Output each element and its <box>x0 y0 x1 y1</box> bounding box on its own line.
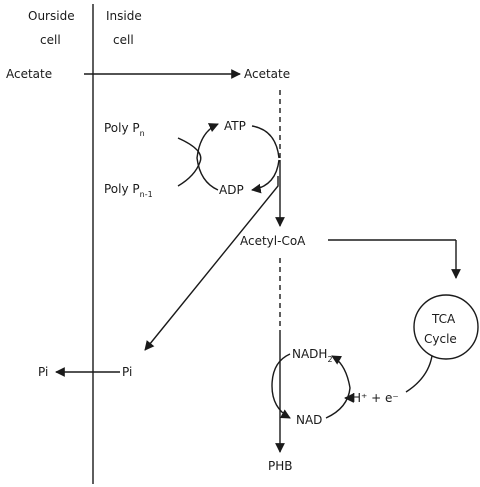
nadh-nad-left-curve <box>271 353 291 419</box>
tca-label-1: TCA <box>431 312 456 326</box>
tca-cycle-circle <box>413 294 479 360</box>
inside-cell-label-1: Inside <box>106 9 142 23</box>
nad-label: NAD <box>296 413 322 427</box>
pi-inside-label: Pi <box>122 365 132 379</box>
proton-electron-label: H⁺ + e⁻ <box>352 391 399 405</box>
tca-label-2: Cycle <box>424 332 457 346</box>
atp-to-acetate-curve <box>251 125 280 159</box>
tca-to-electron-curve <box>405 355 433 393</box>
atp-adp-loop <box>196 123 219 191</box>
polyp-n-minus-1-label: Poly Pn-1 <box>104 182 153 199</box>
adp-label: ADP <box>219 183 244 197</box>
phb-label: PHB <box>268 459 293 473</box>
polyp-cycle-curve <box>177 137 202 187</box>
pi-outside-label: Pi <box>38 365 48 379</box>
acetate-outside-label: Acetate <box>6 67 52 81</box>
outside-cell-label-2: cell <box>40 33 61 47</box>
outside-cell-label-1: Ourside <box>28 9 75 23</box>
atp-label: ATP <box>224 119 246 133</box>
nadh2-label: NADH2 <box>292 347 333 364</box>
inside-cell-label-2: cell <box>113 33 134 47</box>
nadh-nad-right-loop <box>325 355 351 419</box>
acetate-inside-label: Acetate <box>244 67 290 81</box>
phosphate-release-line <box>144 176 279 351</box>
adp-return-curve <box>251 159 280 194</box>
polyp-n-label: Poly Pn <box>104 121 145 138</box>
acetyl-coa-label: Acetyl-CoA <box>240 234 306 248</box>
